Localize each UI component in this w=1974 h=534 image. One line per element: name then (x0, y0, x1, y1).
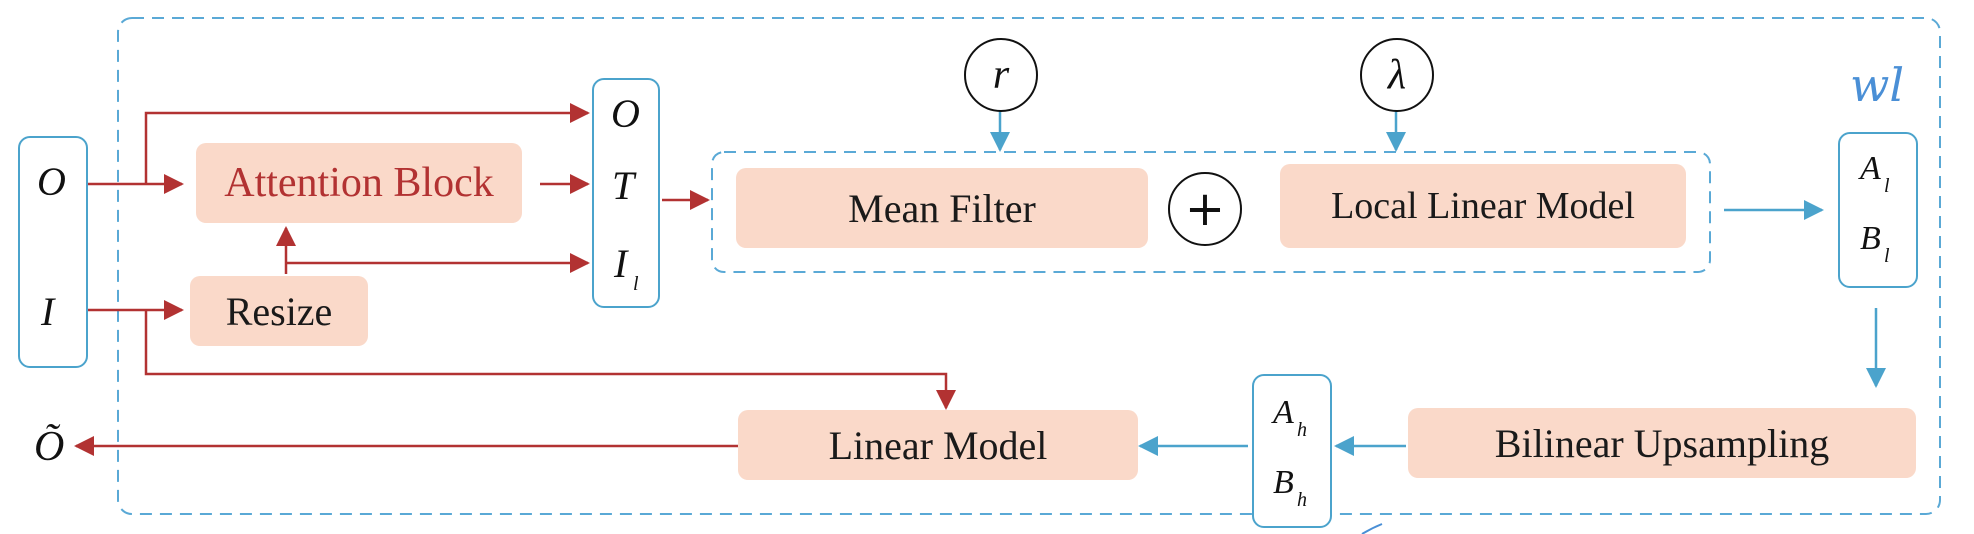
handwritten-stroke (1361, 523, 1383, 534)
mean-filter-block: Mean Filter (736, 168, 1148, 248)
bl-subscript: l (1884, 245, 1890, 267)
arrow-i-linear (144, 310, 956, 410)
arrow-o-stack (144, 103, 590, 184)
param-lambda-circle: λ (1360, 38, 1434, 112)
plus-sign: + (1184, 181, 1226, 237)
bh-subscript: h (1297, 489, 1307, 511)
input-o-label: O (37, 159, 66, 204)
stack-o-t-il (592, 78, 660, 308)
param-r-circle: r (964, 38, 1038, 112)
input-i-label: I (41, 289, 55, 334)
output-o-tilde: Õ (34, 424, 65, 470)
param-r-label: r (992, 52, 1010, 98)
inner-dashed-frame (711, 151, 1711, 273)
stack-al-bl (1838, 132, 1918, 288)
stack-ah-bh (1252, 374, 1332, 528)
local-linear-model-block: Local Linear Model (1280, 164, 1686, 248)
plus-circle: + (1168, 172, 1242, 246)
stack-o-label: O (611, 91, 640, 136)
al-label: A (1860, 150, 1881, 187)
param-lambda-label: λ (1387, 52, 1407, 98)
resize-block: Resize (190, 276, 368, 346)
outer-dashed-frame (117, 17, 1941, 515)
bh-label: B (1273, 464, 1294, 501)
bl-label: B (1860, 220, 1881, 257)
handwritten-wl: wl (1850, 58, 1905, 112)
al-subscript: l (1884, 175, 1890, 197)
input-box (18, 136, 88, 368)
stack-i-subscript: l (633, 273, 639, 295)
bilinear-upsampling-block: Bilinear Upsampling (1408, 408, 1916, 478)
stack-t-label: T (612, 163, 635, 208)
ah-subscript: h (1297, 419, 1307, 441)
linear-model-block: Linear Model (738, 410, 1138, 480)
stack-i-label: I (614, 241, 628, 286)
attention-block: Attention Block (196, 143, 522, 223)
ah-label: A (1273, 394, 1294, 431)
